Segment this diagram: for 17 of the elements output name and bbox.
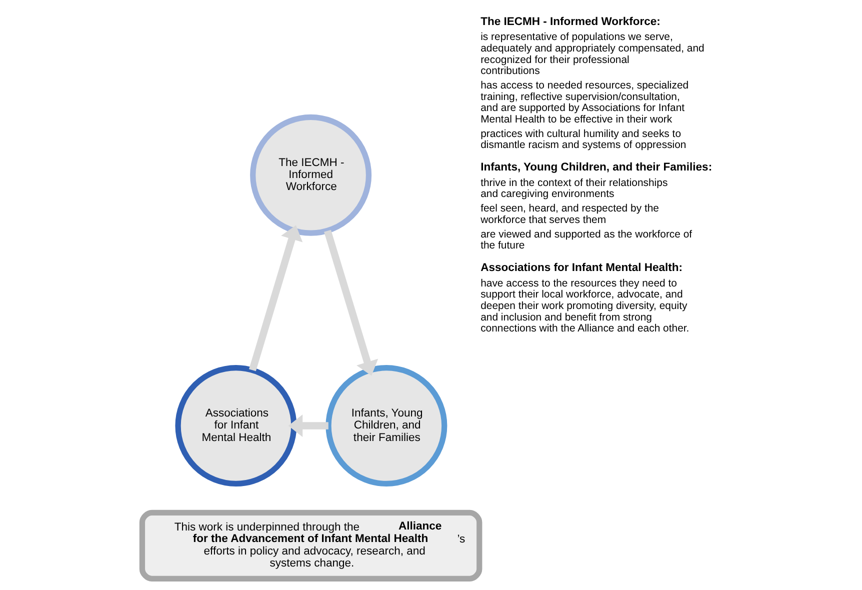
label: are viewed and supported as the workforce of the future	[480, 229, 692, 252]
arrow	[288, 414, 328, 438]
label: thrive in the context of their relationships and caregiving environments	[480, 178, 668, 200]
label: The IECMH - Informed Workforce:	[480, 16, 660, 28]
node-box: This work is underpinned through the Alliance for the Advancement of Infant Mental Health’s efforts in policy and advocacy, research, and systems change.	[138, 510, 482, 582]
label: Infants, Young Children, and their Families:	[480, 161, 712, 174]
label: feel seen, heard, and respected by the workforce that serves them	[480, 204, 659, 226]
label: have access to the resources they need to support their local workforce, advocate, and deepen their work promoting diversity, equity and inclusion and benefit from strong connections with the Alliance and each other.	[480, 278, 689, 335]
arrow	[248, 225, 302, 372]
label: is representative of populations we serve, adequately and appropriately compensated, and recognized for their professional contributions	[480, 32, 704, 78]
label: has access to needed resources, specialized training, reflective supervision/consultation, and are supported by Associations for Infant Mental Health to be effective in their work	[480, 80, 688, 126]
label: practices with cultural humility and seeks to dismantle racism and systems of oppression	[480, 128, 686, 152]
node-circle: The IECMH - Informed Workforce	[250, 114, 372, 236]
label: Associations for Infant Mental Health:	[480, 262, 682, 274]
node-circle: Associations for Infant Mental Health	[174, 365, 296, 487]
node-circle: Infants, Young Children, and their Families	[325, 365, 447, 487]
arrow	[324, 230, 378, 376]
